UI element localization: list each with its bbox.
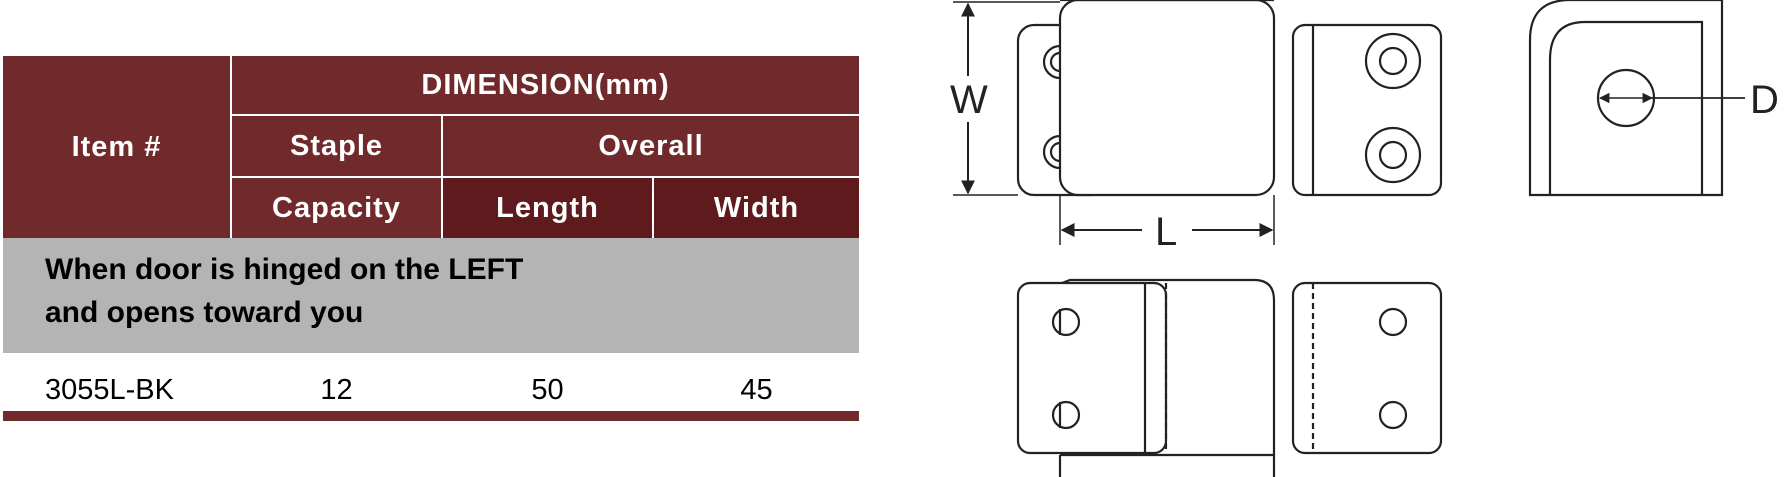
item-header: Item # xyxy=(3,56,230,238)
note-band xyxy=(3,238,859,353)
bottom-front-view xyxy=(1016,278,1276,477)
overall-header: Overall xyxy=(443,116,859,176)
length-header: Length xyxy=(443,178,652,238)
front-view xyxy=(1016,0,1276,197)
back-plate-view xyxy=(1291,23,1443,197)
label-l: L xyxy=(1155,210,1177,254)
staple-header: Staple xyxy=(232,116,441,176)
table-cell-item: 3055L-BK xyxy=(45,373,174,406)
side-view xyxy=(1528,0,1745,197)
table-cell-length: 50 xyxy=(531,373,564,406)
hinge-note: When door is hinged on the LEFT and open… xyxy=(45,253,524,329)
label-w: W xyxy=(950,78,988,122)
dimension-w xyxy=(953,1,1060,196)
label-d: D xyxy=(1750,78,1779,122)
bottom-back-plate-view xyxy=(1291,281,1443,455)
width-header: Width xyxy=(654,178,859,238)
table-bottom-rule xyxy=(3,411,859,421)
dimension-l xyxy=(1059,195,1275,245)
table-cell-width: 45 xyxy=(740,373,773,406)
table-cell-capacity: 12 xyxy=(320,373,353,406)
dimension-header: DIMENSION(mm) xyxy=(232,56,859,114)
capacity-header: Capacity xyxy=(232,178,441,238)
